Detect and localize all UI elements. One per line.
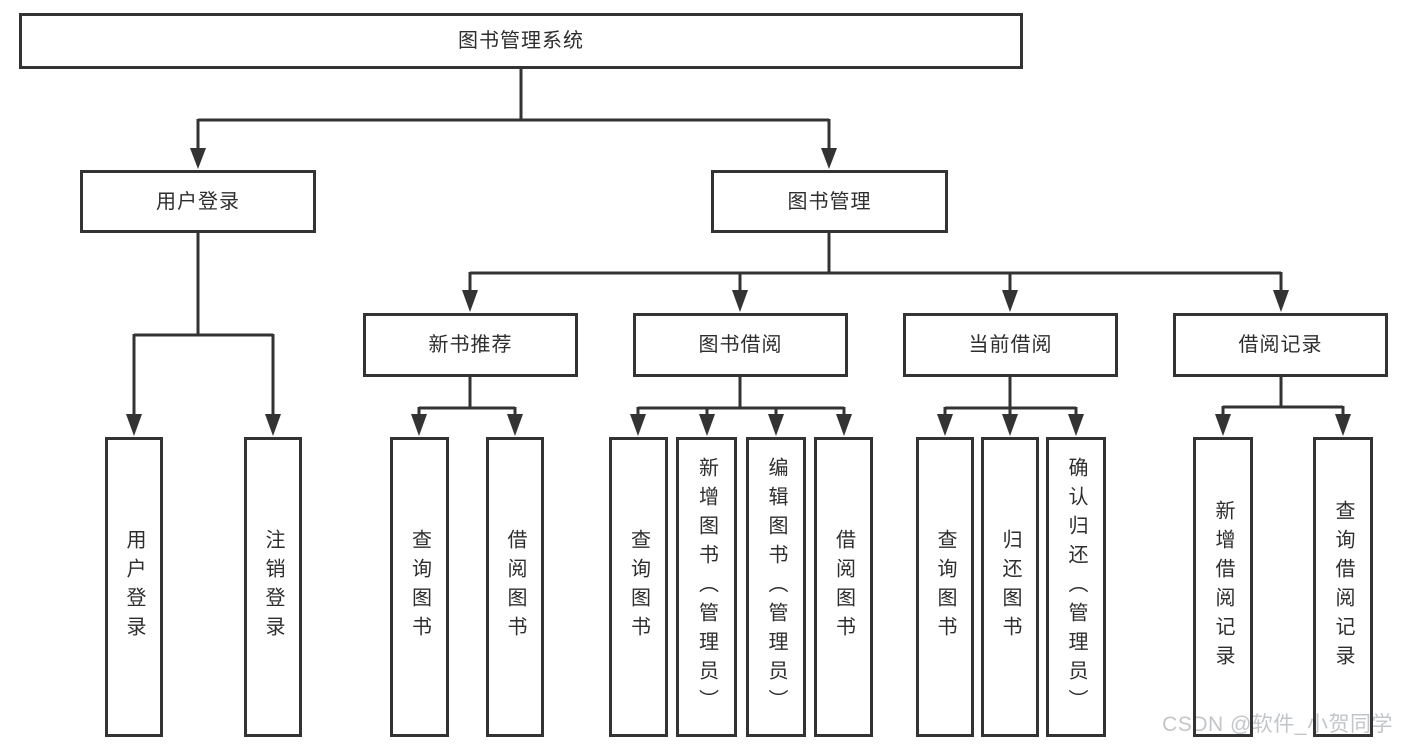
leaf-query-books-borrow: 查询图书 xyxy=(609,437,668,737)
arrow-down-icon xyxy=(630,414,646,436)
connector-root-to-level2 xyxy=(190,69,837,169)
leaf-edit-books-admin: 编辑图书（管理员） xyxy=(746,437,806,737)
node-user-login: 用户登录 xyxy=(80,170,316,233)
node-book-borrow: 图书借阅 xyxy=(633,313,848,377)
leaf-add-books-admin: 新增图书（管理员） xyxy=(676,437,737,737)
node-borrow-records: 借阅记录 xyxy=(1173,313,1388,377)
arrow-down-icon xyxy=(836,414,852,436)
leaf-return-books: 归还图书 xyxy=(981,437,1039,737)
leaf-user-login: 用户登录 xyxy=(105,437,163,737)
arrow-down-icon xyxy=(265,414,281,436)
arrow-down-icon xyxy=(937,414,953,436)
leaf-query-borrow-record: 查询借阅记录 xyxy=(1313,437,1373,737)
arrow-down-icon xyxy=(190,148,206,169)
connector-borrowrecords-to-leaves xyxy=(1215,377,1351,436)
node-book-management: 图书管理 xyxy=(711,170,948,233)
arrow-down-icon xyxy=(1002,290,1018,312)
node-new-book-recommend: 新书推荐 xyxy=(363,313,578,377)
arrow-down-icon xyxy=(462,290,478,312)
leaf-borrow-books-recommend: 借阅图书 xyxy=(486,437,544,737)
node-library-system: 图书管理系统 xyxy=(19,13,1023,69)
leaf-logout: 注销登录 xyxy=(244,437,302,737)
arrow-down-icon xyxy=(1002,414,1018,436)
leaf-add-borrow-record: 新增借阅记录 xyxy=(1193,437,1253,737)
arrow-down-icon xyxy=(507,414,523,436)
leaf-confirm-return-admin: 确认归还（管理员） xyxy=(1046,437,1106,737)
leaf-query-books-recommend: 查询图书 xyxy=(390,437,449,737)
connector-userlogin-to-leaves xyxy=(126,233,281,436)
leaf-borrow-books: 借阅图书 xyxy=(814,437,873,737)
connector-bookborrow-to-leaves xyxy=(630,377,852,436)
arrow-down-icon xyxy=(732,290,748,312)
arrow-down-icon xyxy=(768,414,784,436)
arrow-down-icon xyxy=(126,414,142,436)
arrow-down-icon xyxy=(1273,290,1289,312)
node-current-borrow: 当前借阅 xyxy=(903,313,1118,377)
connector-currentborrow-to-leaves xyxy=(937,377,1084,436)
arrow-down-icon xyxy=(411,414,427,436)
csdn-watermark: CSDN @软件_小贺同学 xyxy=(1162,713,1393,736)
arrow-down-icon xyxy=(821,148,837,169)
arrow-down-icon xyxy=(1068,414,1084,436)
connector-newbook-to-leaves xyxy=(411,377,523,436)
arrow-down-icon xyxy=(699,414,715,436)
connector-bookmgmt-to-level3 xyxy=(462,233,1289,312)
arrow-down-icon xyxy=(1335,414,1351,436)
leaf-query-books-current: 查询图书 xyxy=(916,437,974,737)
arrow-down-icon xyxy=(1215,414,1231,436)
